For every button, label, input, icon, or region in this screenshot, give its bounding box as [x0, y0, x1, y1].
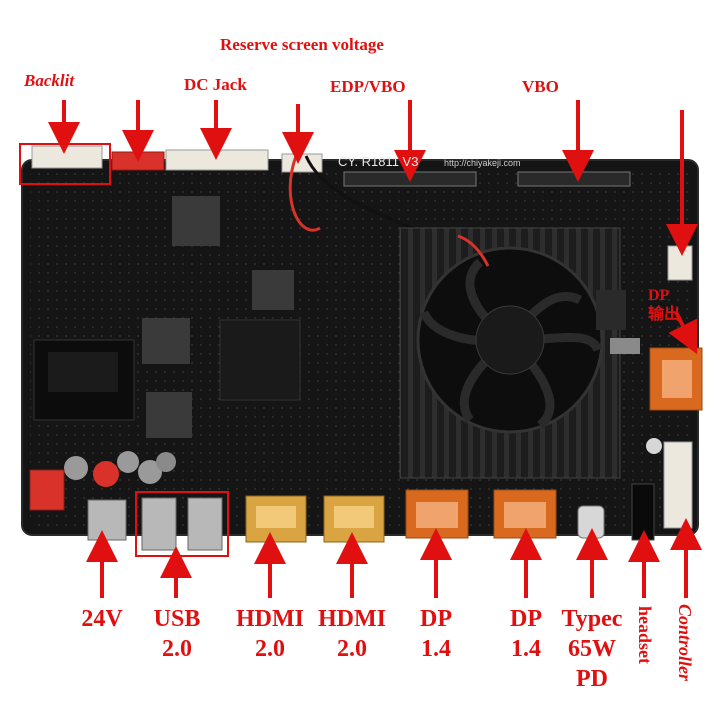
label-hdmi-2: HDMI 2.0	[318, 606, 386, 662]
label-dp-2: DP 1.4	[510, 606, 542, 662]
silkscreen-model: CY. R1811 V3	[338, 154, 418, 169]
annotation-arrows	[48, 100, 702, 598]
dc-24v-port	[87, 499, 127, 541]
reserve-voltage-connector	[111, 151, 165, 171]
silkscreen-url: http://chiyakeji.com	[444, 158, 521, 168]
headset-jack	[631, 483, 655, 541]
label-dp-output: DP 输出	[648, 287, 681, 323]
usb-port-2	[187, 497, 223, 551]
label-dp-1: DP 1.4	[420, 606, 452, 662]
controller-connector	[663, 441, 693, 529]
label-headset: headset	[635, 606, 655, 664]
dc-jack-connector	[165, 149, 269, 171]
label-typec: Typec 65W PD	[561, 606, 623, 692]
label-hdmi-1: HDMI 2.0	[236, 606, 304, 662]
label-usb: USB 2.0	[153, 606, 201, 662]
typec-port	[577, 505, 605, 539]
controller-top-connector	[667, 245, 693, 281]
label-controller: Controller	[675, 604, 695, 682]
vbo-connector	[517, 171, 631, 187]
edp-vbo-connector	[343, 171, 477, 187]
label-reserve-voltage: Reserve screen voltage	[220, 35, 384, 54]
label-dc-jack: DC Jack	[184, 75, 247, 94]
label-edp-vbo: EDP/VBO	[330, 77, 406, 96]
backlit-connector	[31, 145, 103, 169]
edp-header	[281, 153, 323, 173]
usb-port-1	[141, 497, 177, 551]
label-vbo: VBO	[522, 77, 559, 96]
label-backlit: Backlit	[24, 71, 75, 90]
label-24v: 24V	[81, 606, 123, 632]
